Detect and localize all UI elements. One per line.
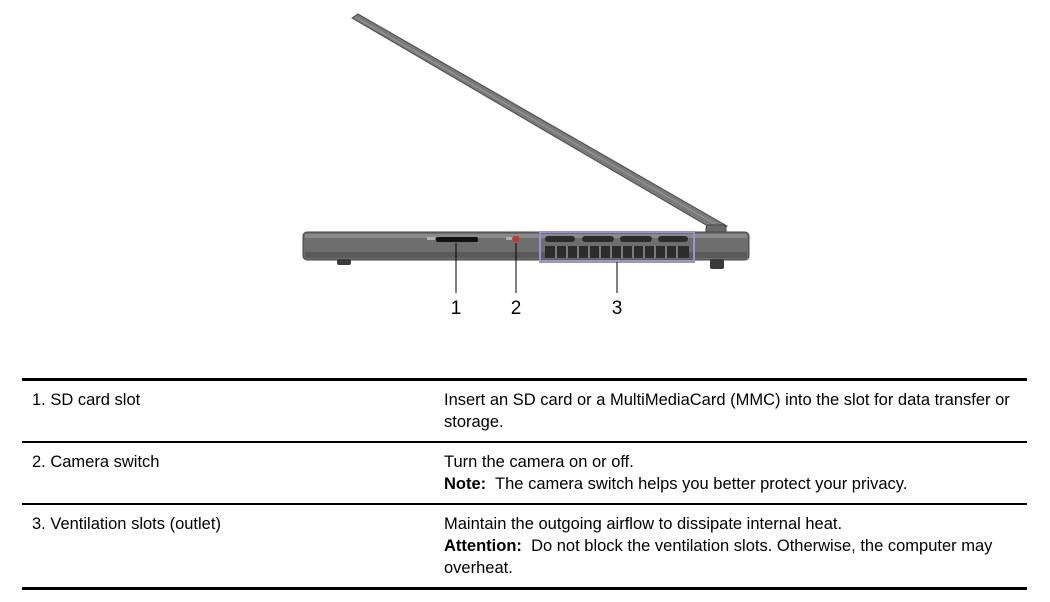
- feature-table: 1. SD card slot Insert an SD card or a M…: [22, 378, 1027, 590]
- laptop-side-illustration: 1 2 3: [302, 13, 750, 319]
- callout-number-1: 1: [451, 298, 462, 319]
- table-row: 2. Camera switch Turn the camera on or o…: [22, 442, 1027, 504]
- attention-line: Attention: Do not block the ventilation …: [444, 535, 1017, 579]
- callout-number-3: 3: [612, 298, 623, 319]
- attention-label: Attention:: [444, 537, 522, 555]
- note-text: The camera switch helps you better prote…: [495, 475, 908, 493]
- feature-description: Insert an SD card or a MultiMediaCard (M…: [434, 380, 1027, 443]
- feature-name: 2. Camera switch: [32, 453, 160, 471]
- ventilation-slots-graphic: [539, 231, 695, 263]
- attention-text: Do not block the ventilation slots. Othe…: [444, 537, 993, 577]
- rubber-foot: [710, 259, 724, 269]
- feature-name: 3. Ventilation slots (outlet): [32, 515, 221, 533]
- feature-name: 1. SD card slot: [32, 391, 141, 409]
- callout-leaders: [455, 243, 618, 293]
- feature-description: Turn the camera on or off. Note: The cam…: [434, 442, 1027, 504]
- rubber-foot: [337, 259, 351, 265]
- table-row: 3. Ventilation slots (outlet) Maintain t…: [22, 504, 1027, 589]
- callout-number-2: 2: [511, 298, 522, 319]
- table-row: 1. SD card slot Insert an SD card or a M…: [22, 379, 1027, 443]
- camera-switch-graphic: [506, 236, 519, 242]
- description-text: Turn the camera on or off.: [444, 453, 634, 471]
- laptop-lid: [351, 13, 728, 236]
- description-text: Insert an SD card or a MultiMediaCard (M…: [444, 391, 1010, 431]
- note-label: Note:: [444, 475, 487, 493]
- sd-card-slot-graphic: [427, 237, 478, 242]
- note-line: Note: The camera switch helps you better…: [444, 473, 1017, 495]
- description-text: Maintain the outgoing airflow to dissipa…: [444, 515, 843, 533]
- feature-description: Maintain the outgoing airflow to dissipa…: [434, 504, 1027, 589]
